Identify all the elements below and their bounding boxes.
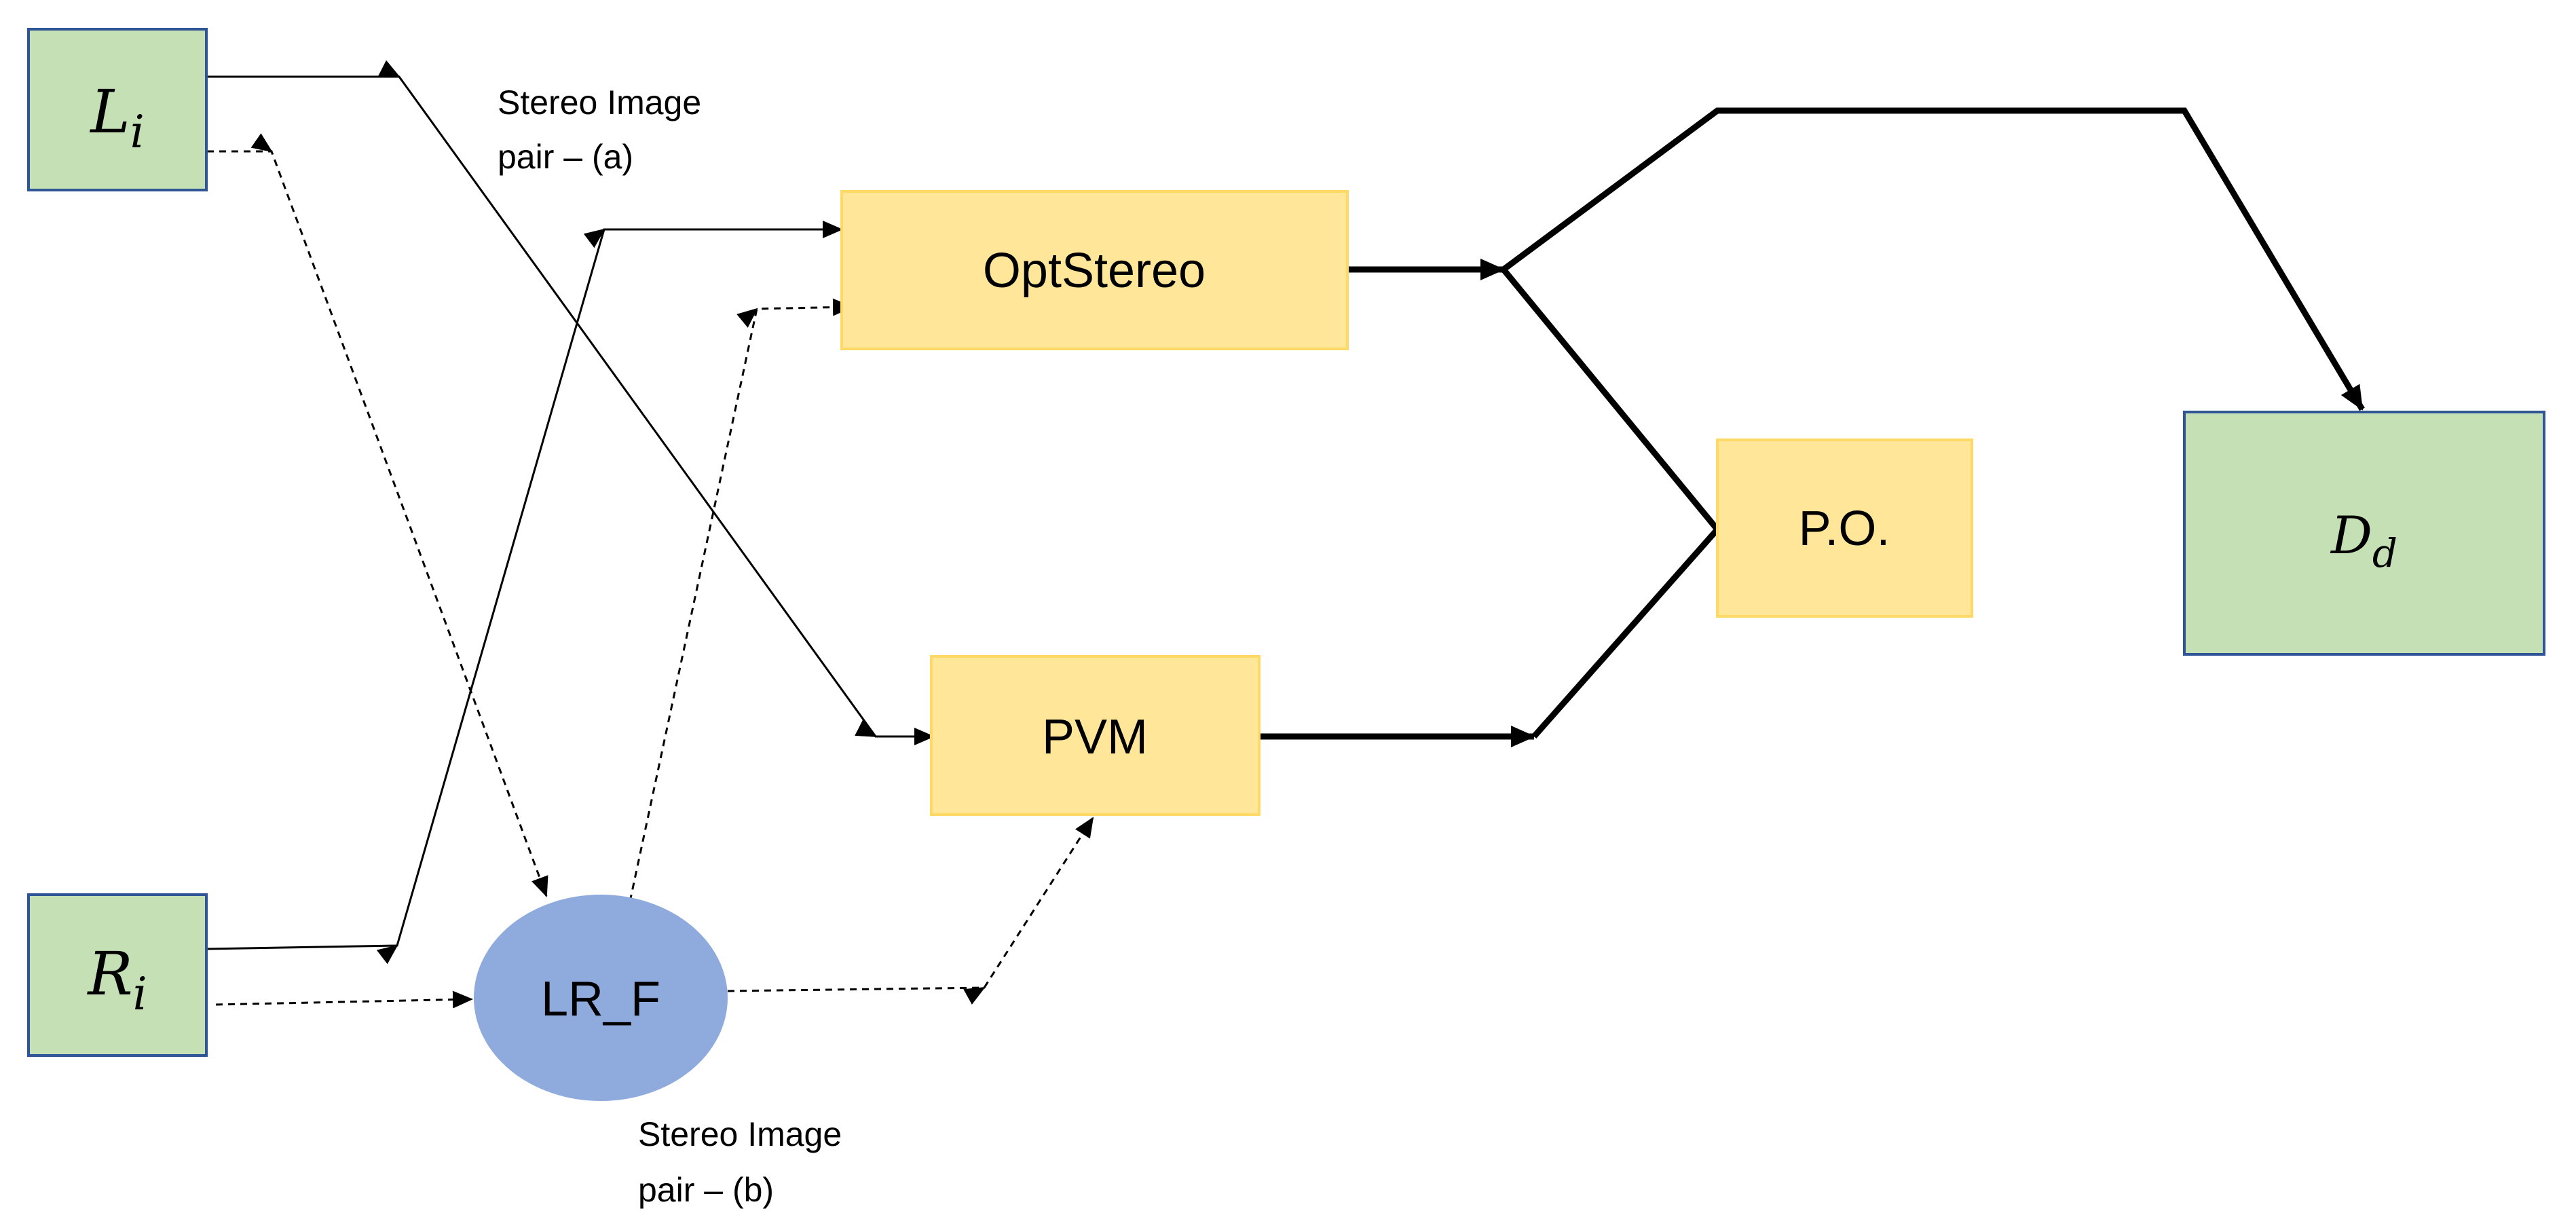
caption-pair-b-line1: Stereo Image: [638, 1115, 842, 1153]
pair-b-connectors: [207, 133, 1094, 1009]
arrow-to-disparity: [1501, 107, 2365, 411]
lr-f-label: LR_F: [541, 972, 660, 1026]
caption-pair-a-line1: Stereo Image: [498, 83, 701, 122]
node-left-image: Li: [27, 28, 208, 191]
caption-pair-a: Stereo Image pair – (a): [498, 83, 701, 176]
node-optstereo: OptStereo: [840, 190, 1349, 350]
arrow-lrf-to-pvm: [727, 817, 1094, 1005]
arrow-right-to-lrf: [215, 990, 473, 1009]
disparity-symbol: D: [2330, 505, 2372, 565]
node-po: P.O.: [1716, 438, 1973, 618]
caption-pair-a-line2: pair – (a): [498, 138, 633, 176]
left-image-symbol: L: [89, 77, 130, 147]
node-right-image: Ri: [27, 893, 208, 1057]
node-lr-f: LR_F: [474, 895, 728, 1101]
arrow-right-to-optstereo: [206, 221, 843, 965]
caption-pair-b-line2: pair – (b): [638, 1171, 774, 1209]
output-connectors: [1259, 107, 2365, 747]
arrow-left-to-lrf: [207, 133, 548, 897]
arrow-lrf-to-optstereo: [629, 298, 853, 902]
node-disparity: Dd: [2183, 411, 2545, 656]
caption-pair-b: Stereo Image pair – (b): [638, 1115, 842, 1209]
left-image-subscript: i: [130, 106, 145, 158]
pvm-label: PVM: [1042, 710, 1148, 764]
line-optstereo-to-po: [1501, 267, 1720, 531]
node-pvm: PVM: [930, 655, 1261, 816]
svg-text:Ri: Ri: [86, 939, 147, 1020]
pair-a-connectors: [206, 60, 935, 965]
po-label: P.O.: [1799, 502, 1890, 556]
svg-text:Dd: Dd: [2330, 505, 2397, 576]
disparity-subscript: d: [2372, 530, 2397, 576]
line-pvm-to-po: [1531, 527, 1720, 739]
optstereo-label: OptStereo: [983, 244, 1206, 298]
right-image-subscript: i: [133, 968, 147, 1020]
svg-text:Li: Li: [89, 77, 145, 158]
right-image-symbol: R: [86, 939, 132, 1009]
